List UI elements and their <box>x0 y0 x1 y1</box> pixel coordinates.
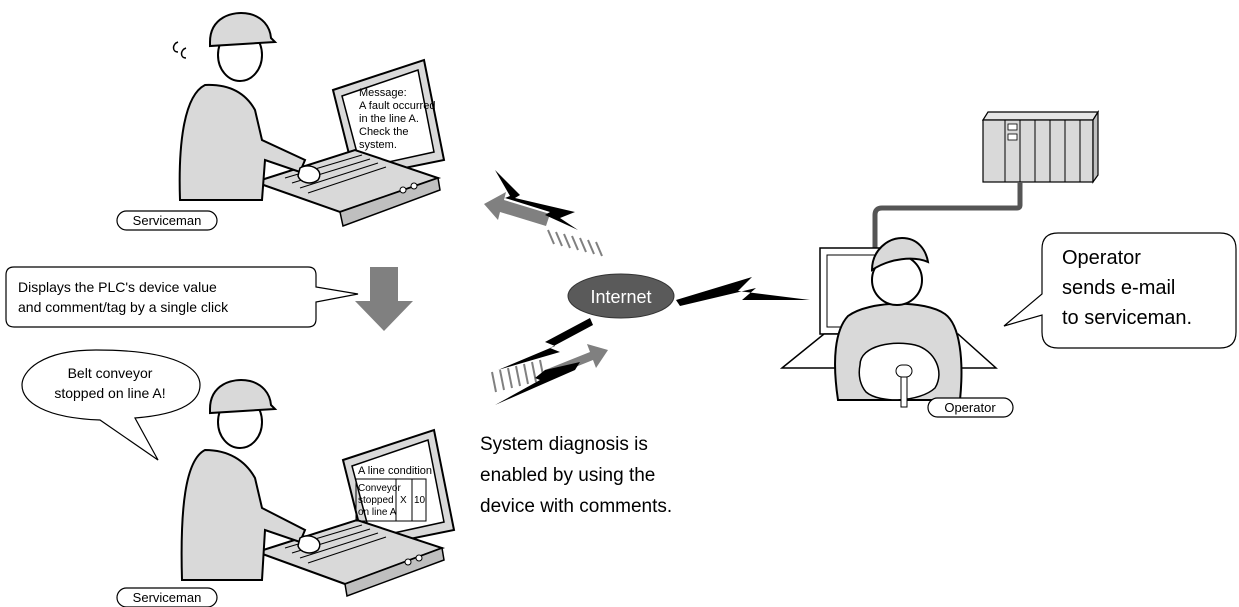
screen-cell-value: 10 <box>414 495 426 506</box>
operator-bubble-line-3: to serviceman. <box>1062 307 1192 329</box>
lower-transmission-icon <box>491 318 608 405</box>
top-laptop-screen-text: Message: A fault occurred in the line A.… <box>359 87 435 151</box>
system-diagnosis-caption: System diagnosis is enabled by using the… <box>480 434 672 517</box>
screen-cell-3: on line A <box>358 507 397 518</box>
upper-transmission-icon <box>484 170 603 257</box>
screen-table-title: A line condition <box>358 465 432 477</box>
screen-line-2: A fault occurred <box>359 100 435 112</box>
operator-bubble-line-2: sends e-mail <box>1062 277 1175 299</box>
serviceman-bottom-label: Serviceman <box>116 587 218 607</box>
display-note-line-2: and comment/tag by a single click <box>18 299 229 315</box>
operator-label-text: Operator <box>944 400 996 415</box>
operator-bubble-line-1: Operator <box>1062 247 1141 269</box>
down-arrow-icon <box>355 267 413 331</box>
operator-speech-bubble: Operator sends e-mail to serviceman. <box>1003 232 1237 349</box>
internet-label: Internet <box>590 287 651 307</box>
serviceman-bottom-text: Serviceman <box>133 590 202 605</box>
serviceman-top-label: Serviceman <box>116 210 218 231</box>
screen-cell-2: stopped <box>358 495 394 506</box>
belt-conveyor-speech-bubble: Belt conveyor stopped on line A! <box>21 349 201 461</box>
plc-cable <box>872 182 1023 250</box>
display-note-callout: Displays the PLC's device value and comm… <box>5 266 359 328</box>
screen-line-4: Check the <box>359 126 409 138</box>
bottom-laptop-screen-table: A line condition Conveyor stopped on lin… <box>355 465 432 522</box>
operator-label: Operator <box>927 397 1014 418</box>
serviceman-bottom-figure <box>180 379 456 598</box>
screen-line-3: in the line A. <box>359 113 419 125</box>
serviceman-top-text: Serviceman <box>133 213 202 228</box>
belt-line-1: Belt conveyor <box>68 365 153 381</box>
screen-line-5: system. <box>359 139 397 151</box>
screen-cell-1: Conveyor <box>358 483 401 494</box>
serviceman-top-figure <box>172 12 446 228</box>
internet-cloud: Internet <box>567 273 675 319</box>
plc-unit-icon <box>981 109 1100 184</box>
belt-line-2: stopped on line A! <box>54 385 165 401</box>
operator-figure <box>779 236 998 408</box>
caption-line-3: device with comments. <box>480 496 672 517</box>
screen-line-1: Message: <box>359 87 407 99</box>
caption-line-2: enabled by using the <box>480 465 655 486</box>
caption-line-1: System diagnosis is <box>480 434 648 455</box>
display-note-line-1: Displays the PLC's device value <box>18 279 217 295</box>
screen-cell-x: X <box>400 495 407 506</box>
lightning-to-operator-icon <box>676 277 810 306</box>
